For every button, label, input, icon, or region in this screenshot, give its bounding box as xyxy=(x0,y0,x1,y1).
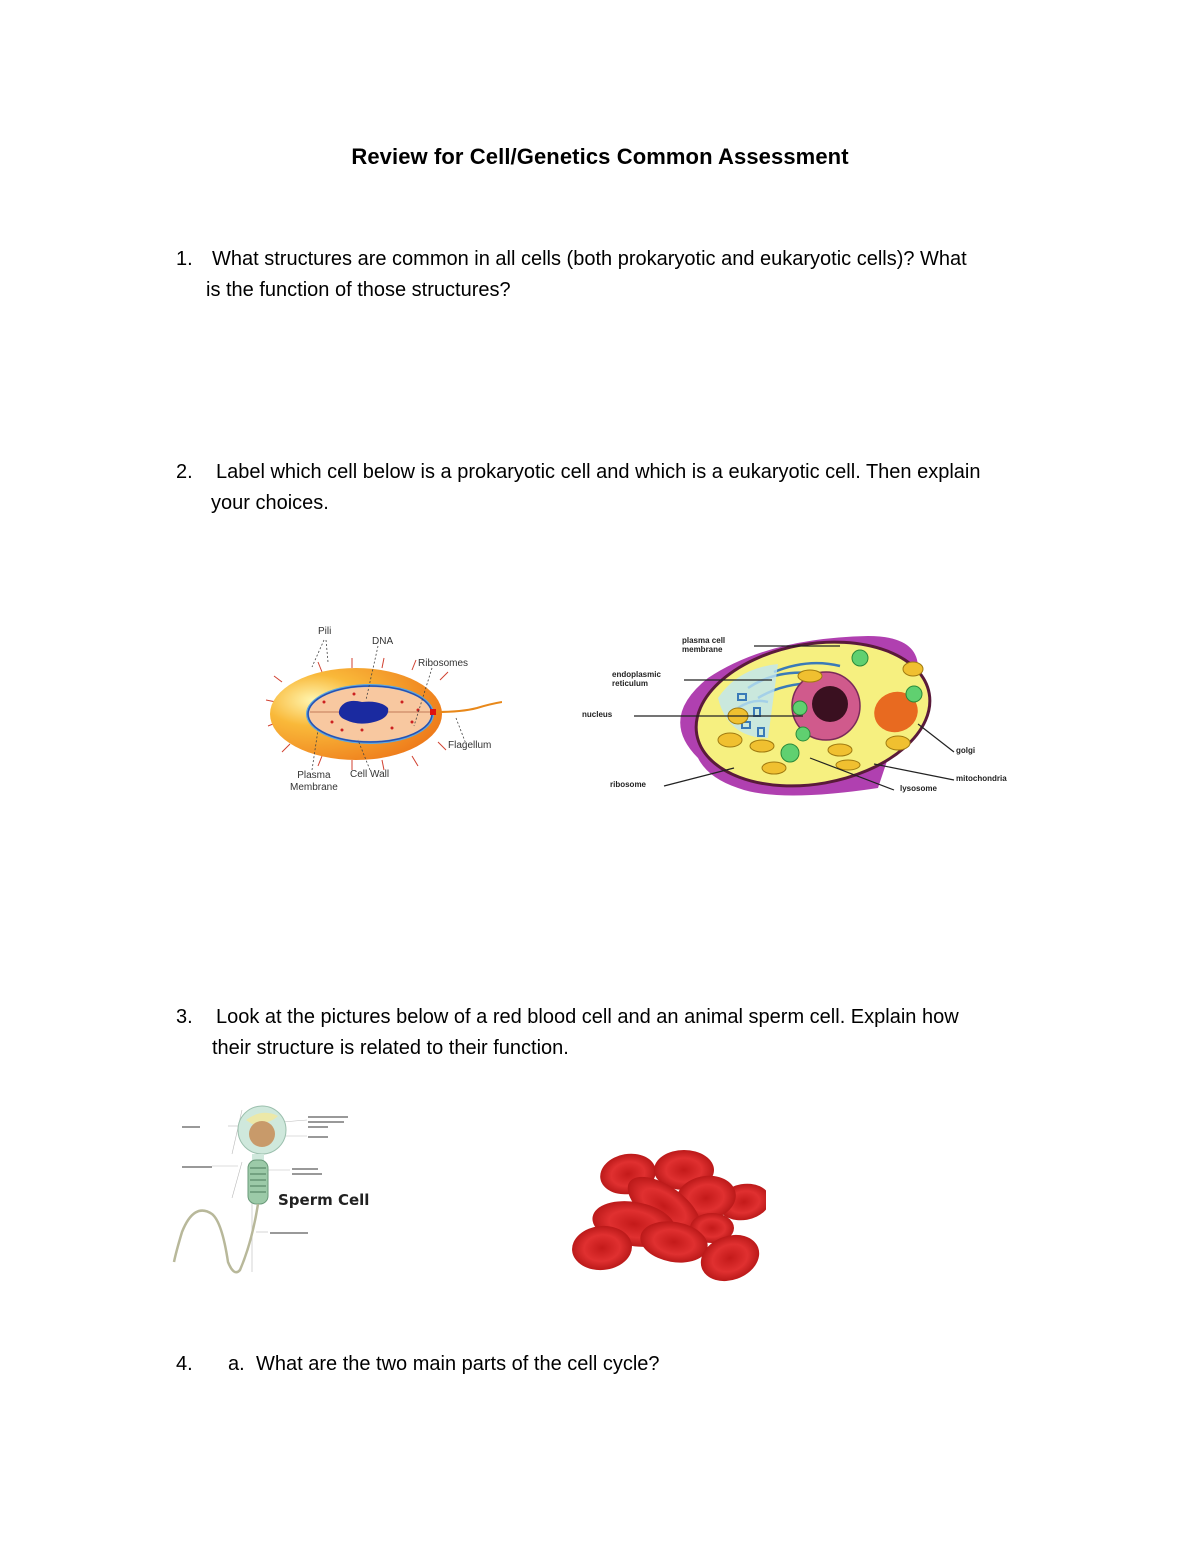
label-ribosomes: Ribosomes xyxy=(418,658,469,669)
label-plasma-membrane: Plasma Membrane xyxy=(290,770,338,793)
label-nucleus: nucleus xyxy=(582,710,613,719)
question-text: What are the two main parts of the cell … xyxy=(256,1353,660,1375)
label-golgi: golgi xyxy=(956,746,976,755)
red-blood-cells-image xyxy=(566,1140,770,1282)
page-title: Review for Cell/Genetics Common Assessme… xyxy=(351,144,849,169)
question-text: What structures are common in all cells … xyxy=(206,248,967,301)
question-3: 3. Look at the pictures below of a red b… xyxy=(176,1002,1056,1066)
bacterium-illustration xyxy=(265,639,503,771)
sperm-cell-diagram: Sperm Cell xyxy=(172,1102,387,1277)
question-number: 1. xyxy=(176,248,193,270)
animal-cell-illustration xyxy=(634,636,955,796)
label-pili: Pili xyxy=(318,626,332,637)
red-blood-cells-illustration xyxy=(572,1150,770,1282)
label-mitochondria: mitochondria xyxy=(956,774,1007,783)
sperm-illustration xyxy=(172,1105,348,1274)
label-ribosome: ribosome xyxy=(610,780,647,789)
label-lysosome: lysosome xyxy=(900,784,937,793)
question-text: Label which cell below is a prokaryotic … xyxy=(211,461,981,514)
question-number: 3. xyxy=(176,1006,193,1028)
question-sub-letter: a. xyxy=(228,1353,245,1375)
question-number: 2. xyxy=(176,461,193,483)
eukaryotic-cell-diagram: plasma cell membrane endoplasmic reticul… xyxy=(578,628,1008,803)
prokaryotic-cell-diagram: Pili DNA Ribosomes Flagellum Plasma Memb… xyxy=(262,622,503,802)
label-plasma-membrane: plasma cell membrane xyxy=(682,636,726,654)
label-flagellum: Flagellum xyxy=(448,740,492,751)
label-cell-wall: Cell Wall xyxy=(350,769,390,780)
question-2: 2. Label which cell below is a prokaryot… xyxy=(176,457,1056,521)
label-endoplasmic-reticulum: endoplasmic reticulum xyxy=(612,670,661,688)
label-dna: DNA xyxy=(372,636,394,647)
sperm-cell-caption: Sperm Cell xyxy=(278,1191,370,1209)
question-4a: 4. a. What are the two main parts of the… xyxy=(176,1349,1056,1381)
question-1: 1. What structures are common in all cel… xyxy=(176,244,1056,308)
question-text: Look at the pictures below of a red bloo… xyxy=(212,1006,959,1059)
question-number: 4. xyxy=(176,1353,193,1375)
